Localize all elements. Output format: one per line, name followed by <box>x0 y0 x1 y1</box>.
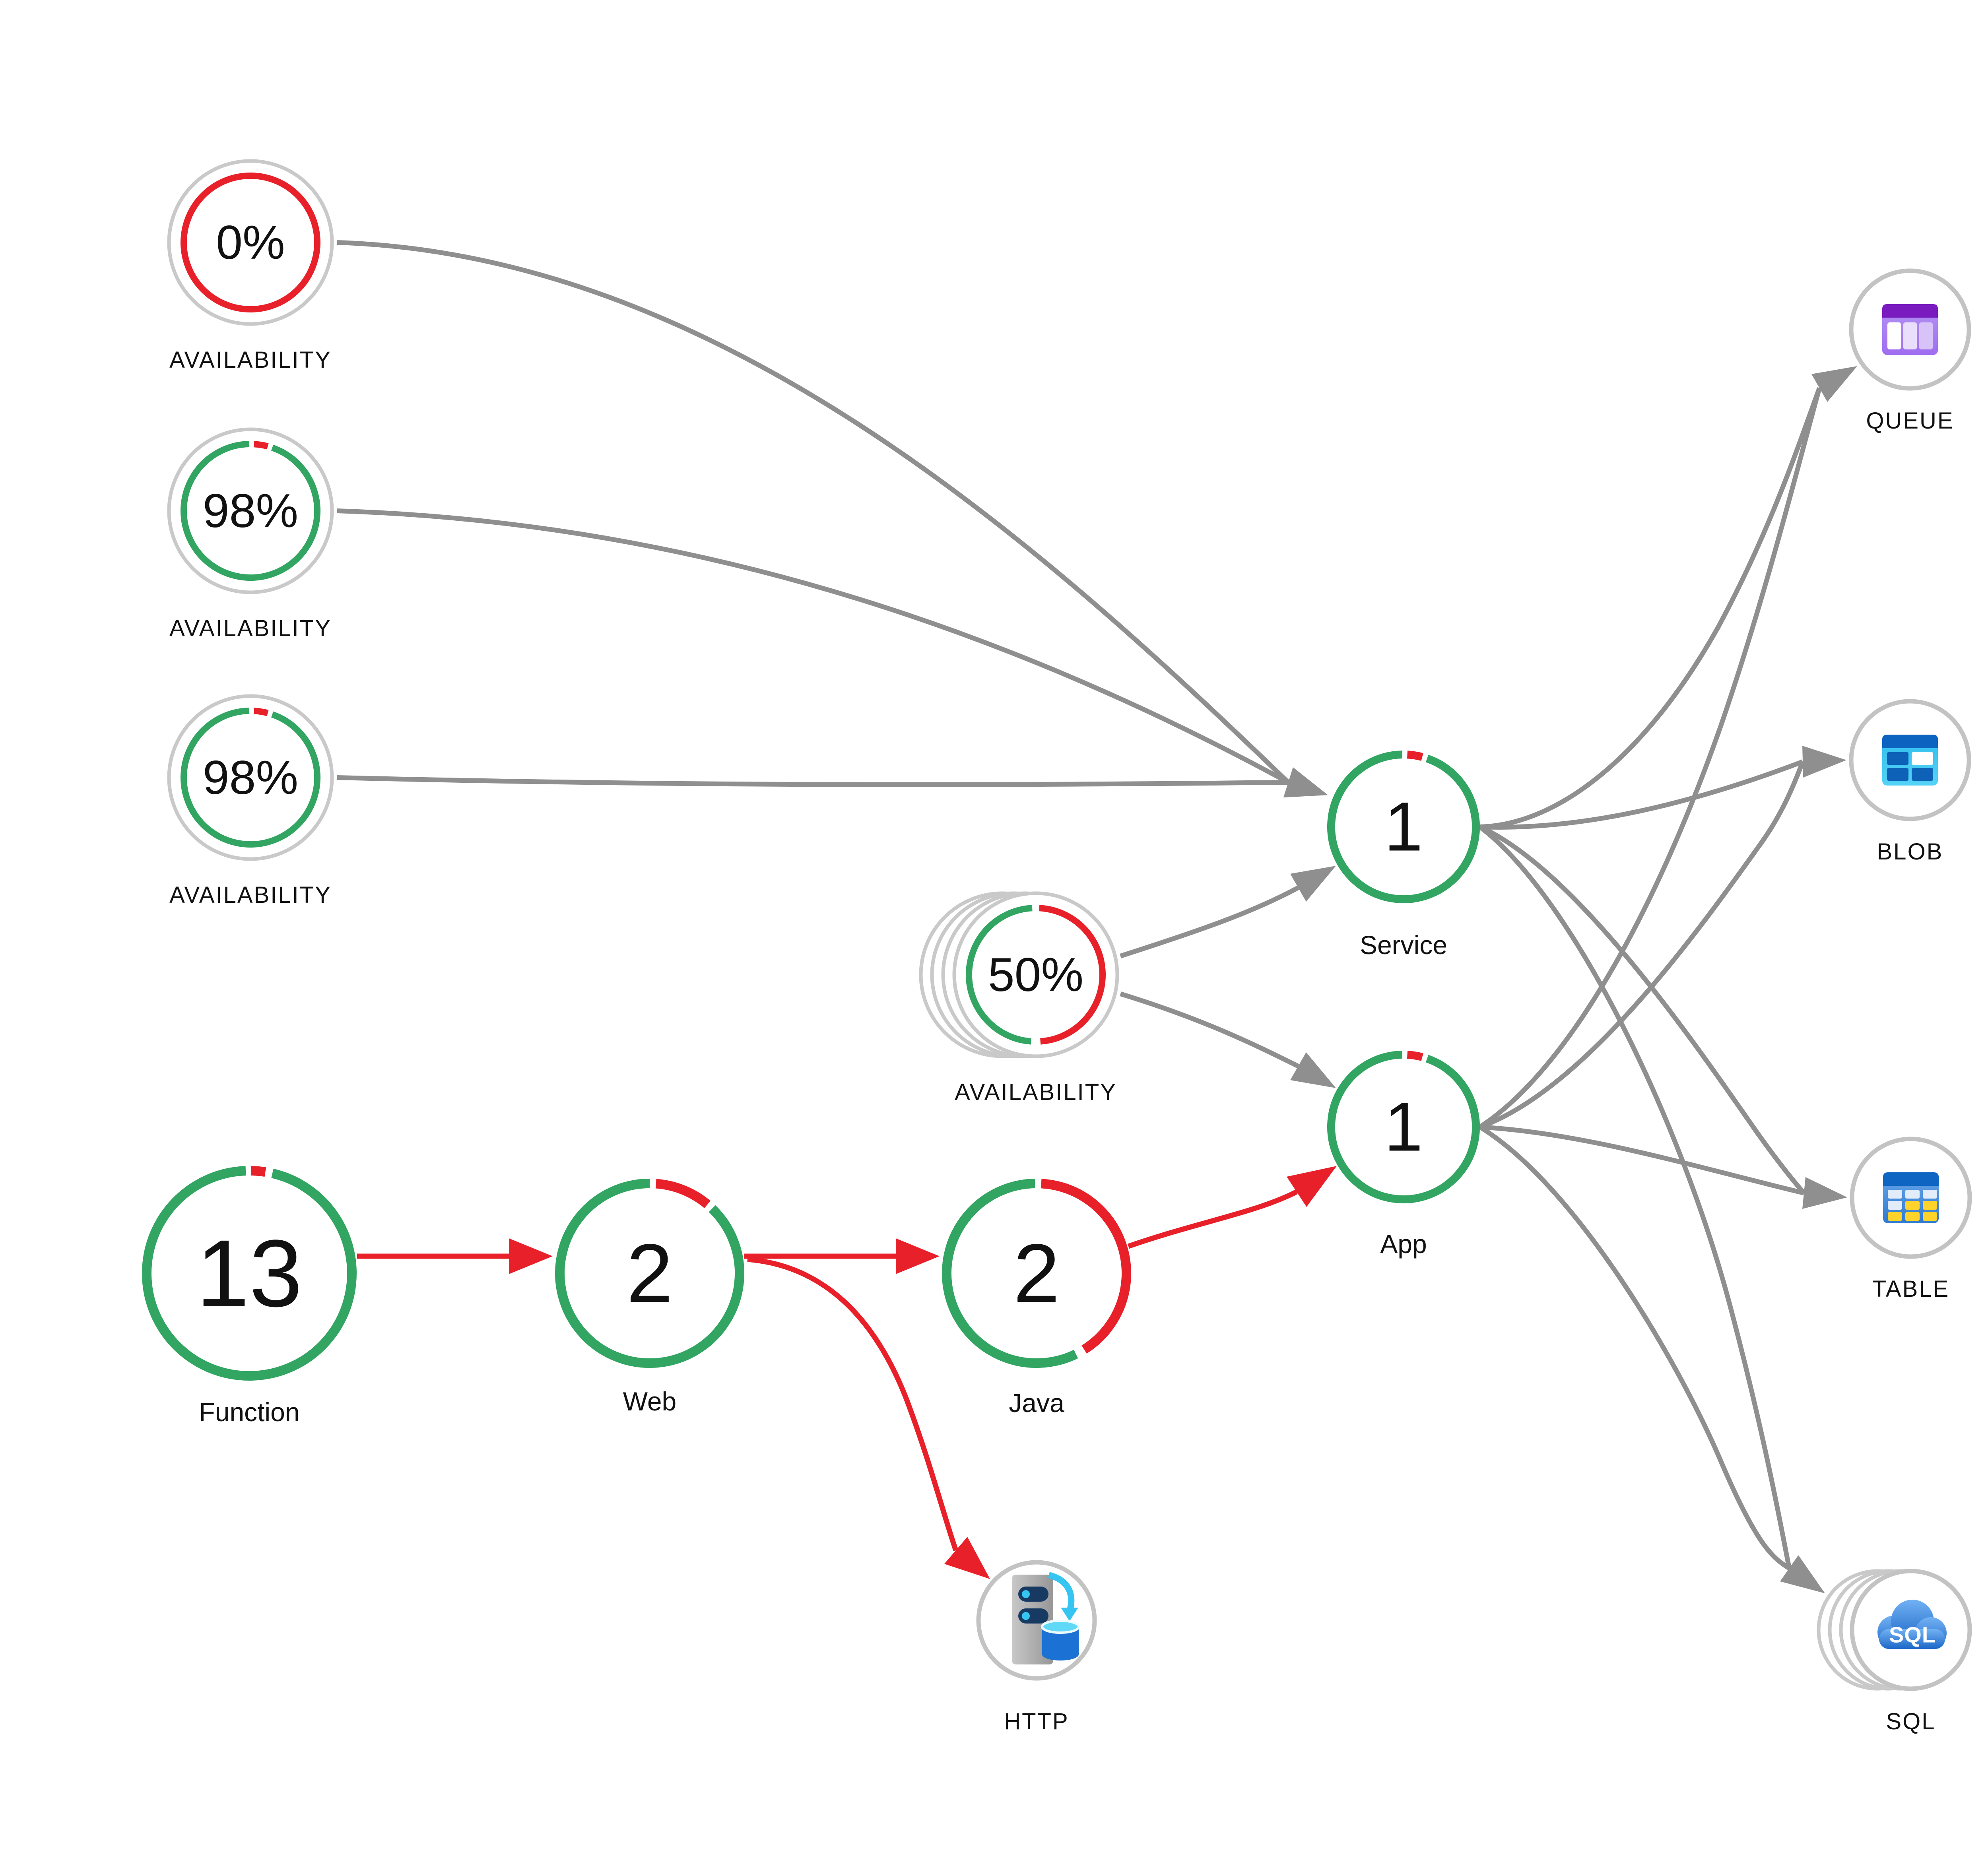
http-label: HTTP <box>1004 1709 1069 1734</box>
node-app[interactable]: 1 App <box>1327 1051 1480 1259</box>
arrowhead-web-to-http <box>944 1537 990 1579</box>
java-label: Java <box>1009 1388 1064 1418</box>
availability-value: 98% <box>203 751 298 804</box>
availability-outer-ring <box>952 891 1119 1058</box>
edge-app-to-blob <box>1479 760 1805 1129</box>
arrowhead-into-queue <box>1811 366 1857 402</box>
node-service[interactable]: 1 Service <box>1327 751 1480 960</box>
node-sql[interactable]: SQL SQL <box>1817 1569 1972 1734</box>
http-server-icon <box>1012 1572 1080 1664</box>
node-fill <box>560 1183 740 1363</box>
arrowhead-50-to-app <box>1290 1052 1336 1088</box>
edge-service-to-queue <box>1479 387 1822 829</box>
service-label: Service <box>1360 930 1447 960</box>
web-health-ring <box>555 1179 744 1368</box>
edges-layer <box>337 240 1857 1593</box>
edge-service-to-sql <box>1478 825 1792 1569</box>
edge-service-to-table <box>1479 824 1806 1195</box>
blob-storage-icon <box>1882 735 1938 786</box>
arrowhead-java-to-app <box>1287 1166 1337 1207</box>
edge-availability-4-to-service <box>1120 885 1299 958</box>
availability-value: 0% <box>216 216 285 269</box>
edge-app-to-queue <box>1478 387 1822 1129</box>
edge-java-to-app <box>1127 1189 1298 1249</box>
service-health-ring <box>1327 751 1480 903</box>
service-count: 1 <box>1384 788 1423 866</box>
availability-outer-ring <box>167 427 334 594</box>
web-count: 2 <box>627 1227 673 1320</box>
function-health-ring <box>142 1166 357 1381</box>
sql-label: SQL <box>1886 1709 1936 1734</box>
node-availability-4[interactable]: 50% AVAILABILITY <box>919 891 1119 1105</box>
node-web[interactable]: 2 Web <box>555 1179 744 1416</box>
arrowhead-web-to-java <box>896 1238 940 1274</box>
node-fill <box>947 1183 1126 1363</box>
node-table[interactable]: TABLE <box>1850 1137 1972 1302</box>
table-storage-icon <box>1883 1172 1939 1223</box>
java-count: 2 <box>1013 1227 1060 1320</box>
app-label: App <box>1380 1229 1427 1259</box>
table-label: TABLE <box>1872 1276 1949 1302</box>
web-label: Web <box>623 1387 677 1416</box>
queue-storage-icon <box>1882 304 1938 355</box>
svg-text:SQL: SQL <box>1889 1622 1936 1647</box>
arrowhead-into-table <box>1802 1177 1847 1209</box>
availability-outer-ring <box>167 159 334 326</box>
availability-label: AVAILABILITY <box>955 1079 1117 1105</box>
node-availability-2[interactable]: 98% AVAILABILITY <box>167 427 334 641</box>
availability-label: AVAILABILITY <box>169 347 332 373</box>
app-health-ring <box>1327 1051 1480 1203</box>
node-function[interactable]: 13 Function <box>142 1166 357 1427</box>
availability-health-ring <box>181 708 320 848</box>
arrowhead-into-service <box>1283 767 1328 797</box>
node-fill <box>1331 1055 1476 1199</box>
java-health-ring <box>942 1179 1131 1368</box>
node-availability-3[interactable]: 98% AVAILABILITY <box>167 694 334 908</box>
edge-app-to-sql <box>1478 1125 1791 1571</box>
blob-label: BLOB <box>1877 839 1943 865</box>
node-http[interactable]: HTTP <box>976 1560 1097 1734</box>
app-count: 1 <box>1384 1088 1423 1166</box>
edge-availability-4-to-app <box>1120 991 1299 1069</box>
node-queue[interactable]: QUEUE <box>1849 268 1971 434</box>
node-fill <box>1331 755 1476 899</box>
edge-service-to-blob <box>1479 759 1804 830</box>
node-availability-1[interactable]: 0% AVAILABILITY <box>167 159 334 373</box>
availability-health-ring <box>966 905 1106 1045</box>
arrowhead-50-to-service <box>1290 866 1336 902</box>
node-fill <box>147 1171 352 1376</box>
arrowhead-into-sql <box>1780 1555 1825 1593</box>
availability-value: 50% <box>988 948 1083 1001</box>
function-count: 13 <box>196 1220 303 1327</box>
edge-availability-3-to-service <box>337 775 1289 787</box>
queue-label: QUEUE <box>1866 408 1954 434</box>
edge-availability-1-to-service <box>337 240 1290 784</box>
sql-cloud-icon: SQL <box>1877 1600 1947 1649</box>
availability-label: AVAILABILITY <box>169 882 332 908</box>
edge-availability-2-to-service <box>337 508 1289 785</box>
availability-outer-ring <box>167 694 334 861</box>
edge-web-to-http <box>747 1257 959 1552</box>
availability-health-ring <box>181 441 320 581</box>
availability-label: AVAILABILITY <box>169 615 332 641</box>
node-blob[interactable]: BLOB <box>1849 699 1971 865</box>
node-java[interactable]: 2 Java <box>942 1179 1131 1418</box>
availability-value: 98% <box>203 484 298 537</box>
arrowhead-into-blob <box>1802 746 1846 778</box>
edge-app-to-table <box>1479 1125 1805 1195</box>
function-label: Function <box>199 1397 299 1427</box>
availability-health-ring <box>181 173 320 312</box>
arrowhead-function-to-web <box>509 1238 553 1274</box>
